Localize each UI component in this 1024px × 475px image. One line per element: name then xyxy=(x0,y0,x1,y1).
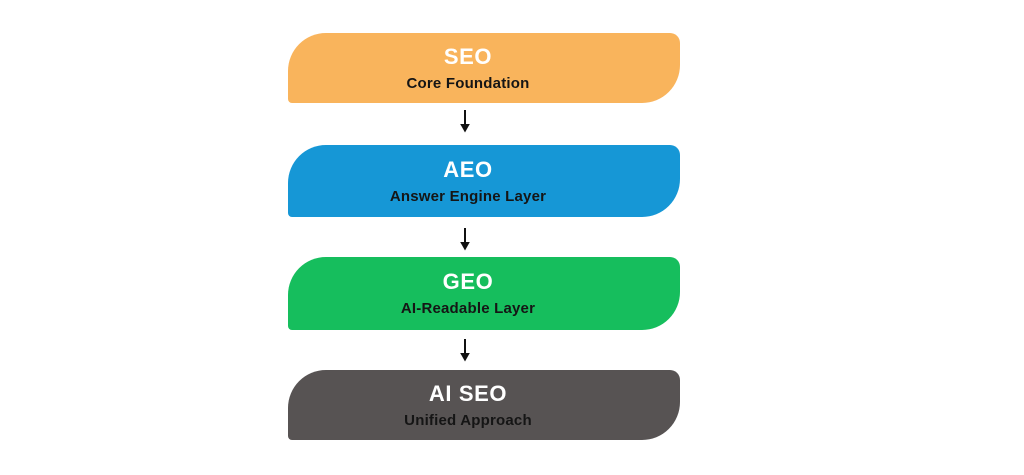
layer-title: SEO xyxy=(443,43,493,69)
layer-subtitle: Unified Approach xyxy=(404,411,532,429)
layer-block-geo: GEO AI-Readable Layer xyxy=(288,257,680,330)
layer-block-seo: SEO Core Foundation xyxy=(288,33,680,103)
layer-subtitle: Core Foundation xyxy=(406,74,530,92)
down-arrow-icon xyxy=(459,339,471,362)
down-arrow-icon xyxy=(459,110,471,133)
down-arrow-icon xyxy=(459,228,471,251)
layer-title: AI SEO xyxy=(428,380,508,406)
layer-subtitle: AI-Readable Layer xyxy=(400,300,536,317)
layer-block-ai-seo: AI SEO Unified Approach xyxy=(288,370,680,440)
layer-subtitle: Answer Engine Layer xyxy=(389,187,547,205)
layer-title: AEO xyxy=(443,156,493,182)
layer-block-aeo: AEO Answer Engine Layer xyxy=(288,145,680,217)
layer-title: GEO xyxy=(442,269,494,294)
